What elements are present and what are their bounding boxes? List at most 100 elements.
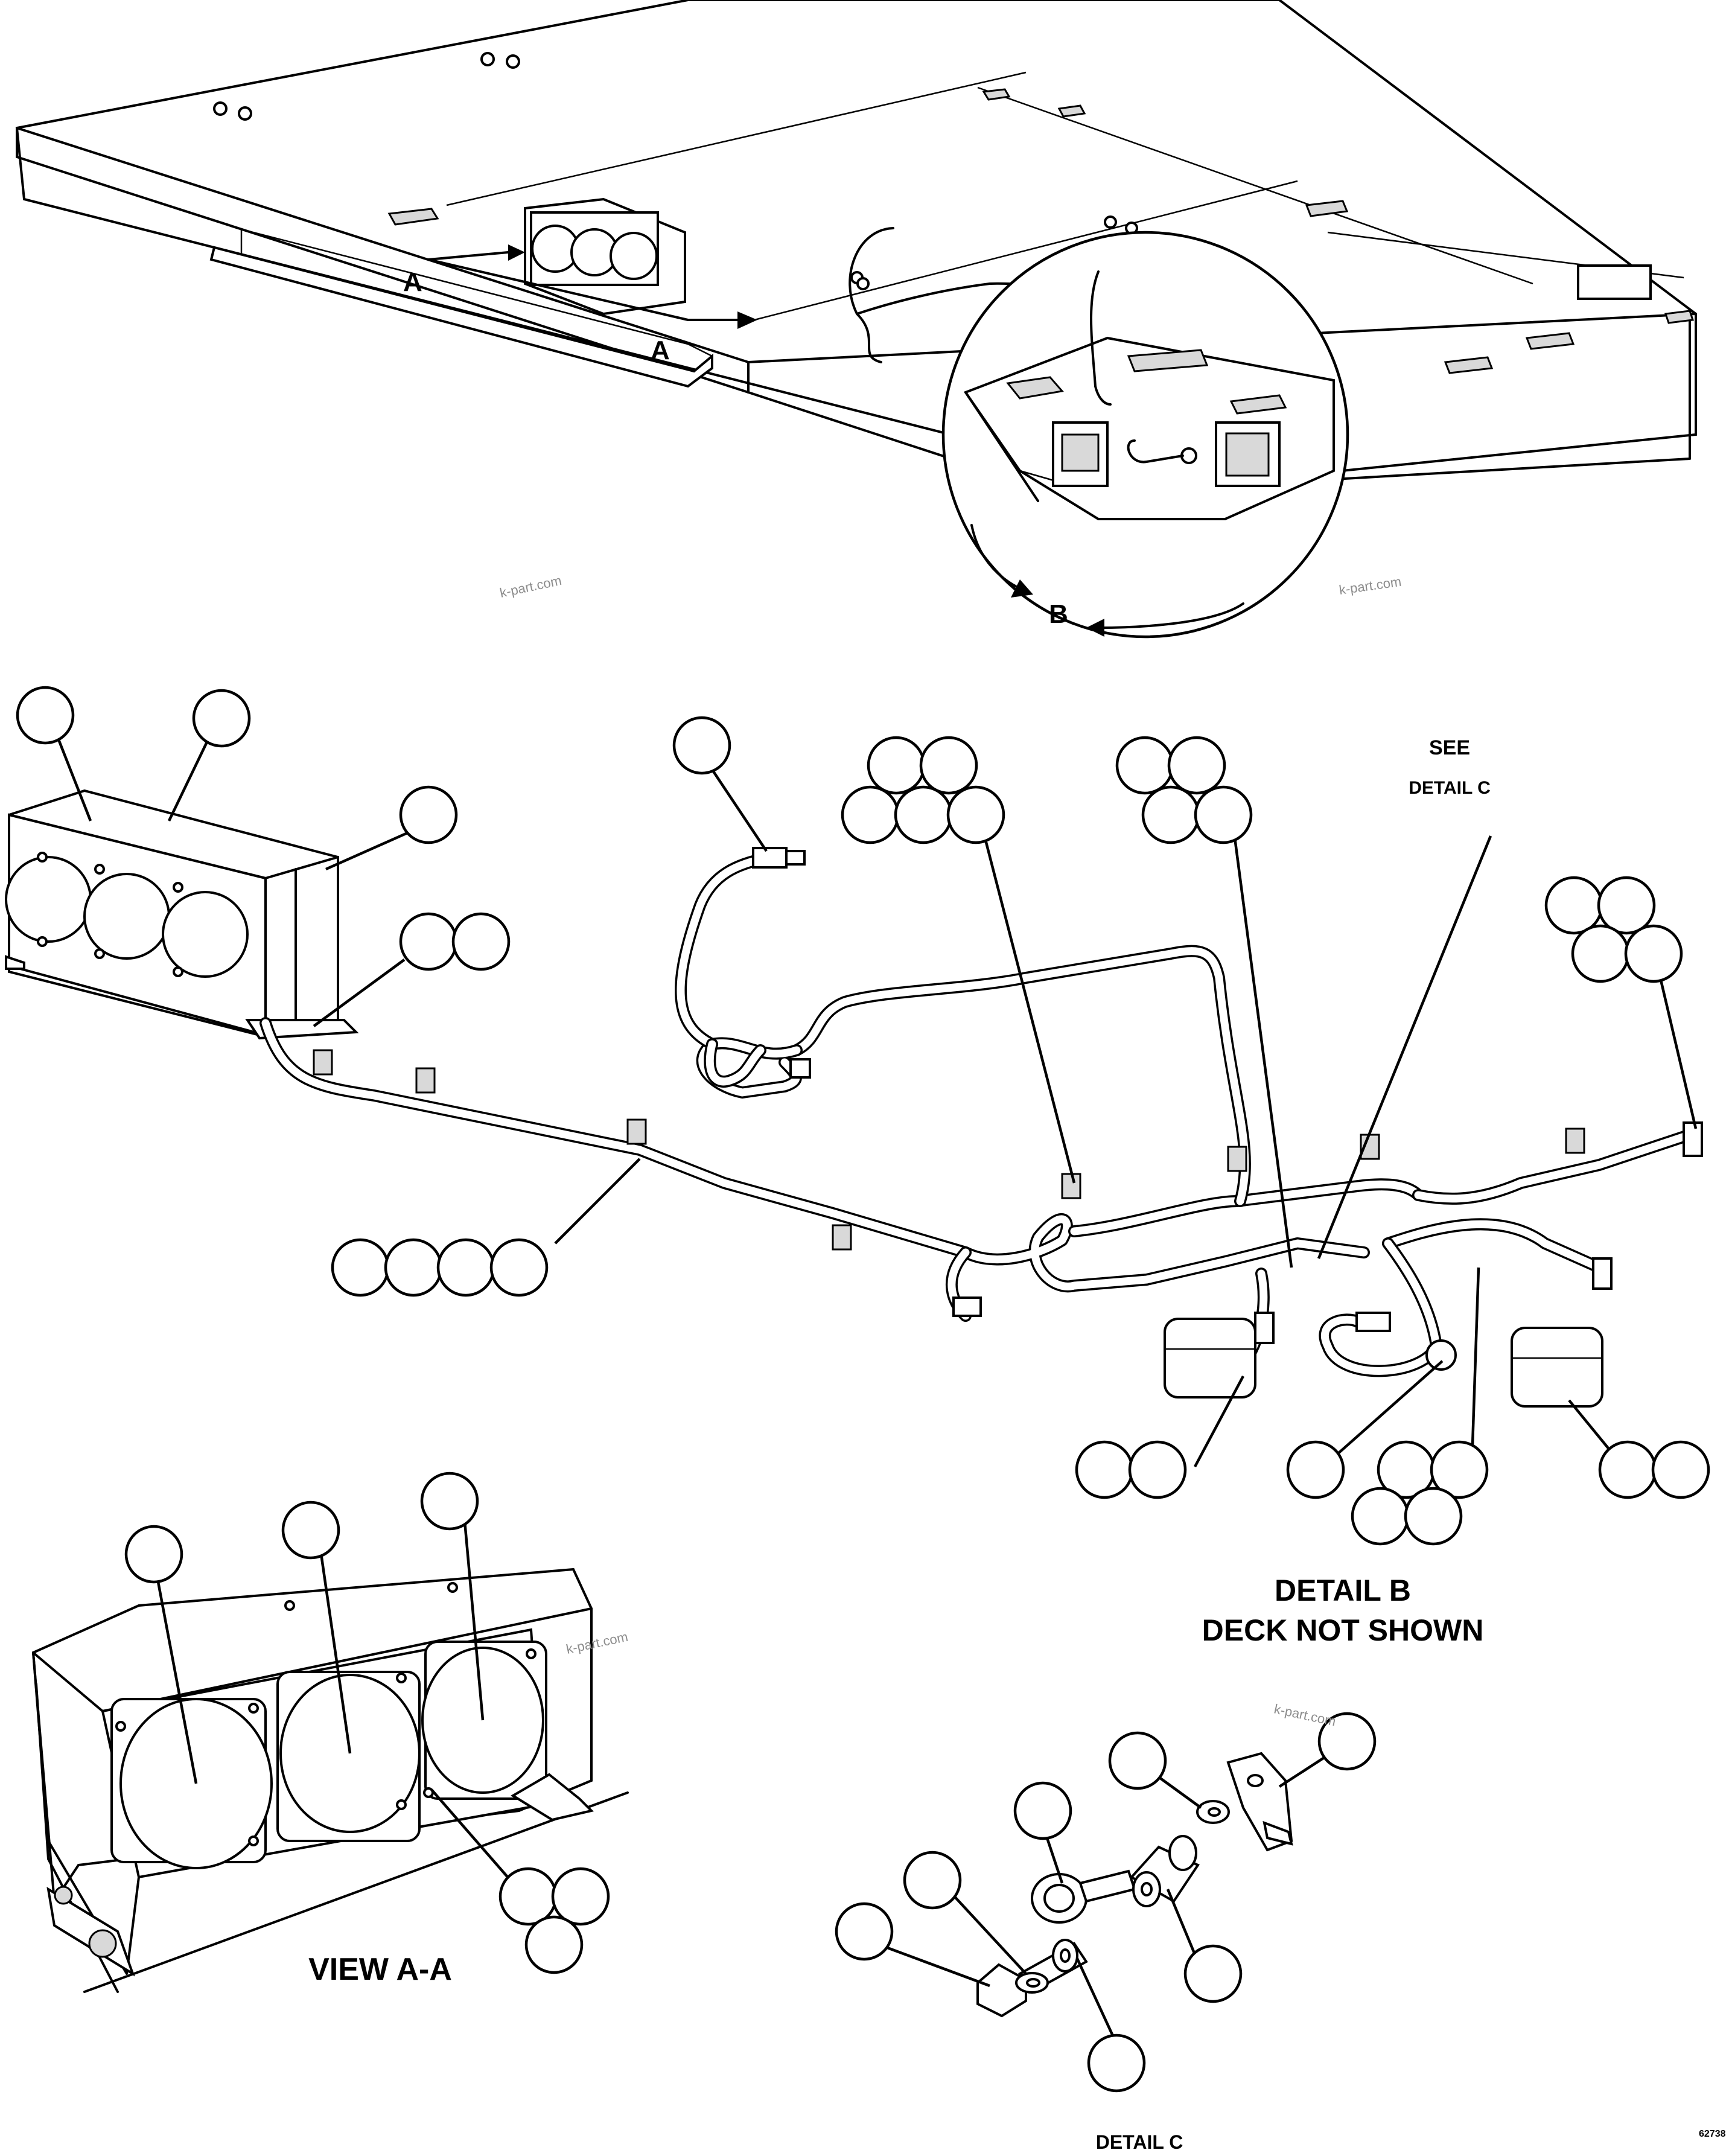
callout-bubble <box>867 736 926 795</box>
cable-clamp <box>313 1049 333 1076</box>
cable-clamp <box>415 1067 436 1094</box>
view-a-a-drawing <box>31 1568 629 1993</box>
drawing-number: 62738 <box>1699 2129 1726 2139</box>
callout-bubble <box>1108 1731 1167 1790</box>
callout-bubble <box>1351 1487 1410 1546</box>
mounting-rail <box>209 246 713 388</box>
deck-pad <box>1664 310 1695 324</box>
watermark: k-part.com <box>1338 574 1402 598</box>
deck-nut <box>856 277 870 290</box>
mounting-bracket <box>1226 1752 1293 1852</box>
watermark: k-part.com <box>498 573 563 601</box>
cable-clamp <box>626 1118 647 1145</box>
deck-pad <box>1305 200 1349 217</box>
view-a-a-title: VIEW A-A <box>308 1952 452 1987</box>
callout-bubble <box>451 912 511 971</box>
callout-bubble <box>1571 924 1630 983</box>
callout-bubble <box>420 1472 479 1531</box>
detail-b-harness <box>5 789 1703 1408</box>
upper-connector <box>752 847 806 869</box>
section-cut-line <box>427 244 757 329</box>
callout-bubble <box>331 1238 390 1297</box>
callout-bubble <box>1624 924 1683 983</box>
harness-light-box <box>5 789 359 1040</box>
callout-bubble <box>399 785 458 844</box>
deck-notch <box>1577 264 1652 300</box>
lamp-connector <box>1254 1312 1275 1344</box>
callout-bubble <box>946 785 1005 844</box>
callout-bubble <box>551 1867 610 1926</box>
deck-pad <box>1444 356 1494 374</box>
callout-bubble <box>1167 736 1226 795</box>
p-clamp <box>1031 1869 1136 1924</box>
callout-bubble <box>1651 1440 1710 1499</box>
callout-bubble <box>498 1867 558 1926</box>
deck-pad <box>982 88 1011 101</box>
lamp-connector <box>1592 1257 1613 1290</box>
detail-c-callouts <box>835 1712 1377 2093</box>
callout-bubble <box>1598 1440 1657 1499</box>
see-detail-line1: SEE <box>1429 736 1470 759</box>
deck-nut <box>213 101 228 116</box>
callout-bubble <box>1317 1712 1377 1771</box>
cable-clamp <box>1565 1127 1585 1154</box>
callout-bubble <box>1128 1440 1187 1499</box>
callout-bubble <box>672 716 731 775</box>
grommet <box>1425 1339 1457 1371</box>
cable-clamp <box>1227 1146 1247 1172</box>
callout-bubble <box>399 912 458 971</box>
work-lamp-right <box>1511 1327 1603 1408</box>
callout-bubble <box>436 1238 495 1297</box>
callout-bubble <box>1597 876 1656 935</box>
callout-bubble <box>894 785 953 844</box>
view-a-a-callouts <box>124 1472 610 1974</box>
detail-c-title: DETAIL C <box>1096 2131 1183 2153</box>
watermark: k-part.com <box>1273 1701 1337 1729</box>
callout-bubble <box>16 686 75 745</box>
detail-b-marker: B <box>1049 599 1068 629</box>
spacer <box>1129 1835 1200 1907</box>
section-label-a-left: A <box>403 267 422 297</box>
see-detail-line2: DETAIL C <box>1409 778 1491 798</box>
deck-pad <box>1057 104 1086 118</box>
callout-bubble <box>489 1238 549 1297</box>
deck-pad <box>1525 332 1575 350</box>
harness-connector <box>952 1296 982 1317</box>
callout-bubble <box>903 1851 962 1910</box>
work-lamp-left <box>1164 1318 1256 1399</box>
callout-bubble <box>841 785 900 844</box>
callout-bubble <box>124 1525 183 1584</box>
receptacle-connector <box>1683 1121 1703 1157</box>
callout-bubble <box>192 689 251 748</box>
deck-nut <box>1104 215 1117 229</box>
callout-bubble <box>1183 1944 1243 2003</box>
callout-bubble <box>835 1902 894 1961</box>
callout-bubble <box>1430 1440 1489 1499</box>
callout-bubble <box>919 736 978 795</box>
callout-bubble <box>281 1501 340 1560</box>
section-label-a-right: A <box>651 336 670 365</box>
lower-connector <box>789 1058 811 1079</box>
callout-bubble <box>524 1915 584 1974</box>
callout-bubble <box>1115 736 1174 795</box>
detail-c-exploded <box>976 1752 1293 2018</box>
callout-bubble <box>1087 2033 1146 2093</box>
callout-bubble <box>384 1238 443 1297</box>
callout-bubble <box>1544 876 1603 935</box>
callout-bubble <box>1404 1487 1463 1546</box>
deck-light-box <box>524 197 686 316</box>
detail-b-callouts <box>16 686 1710 1546</box>
detail-b-title-line1: DETAIL B <box>1275 1574 1411 1607</box>
detail-b-callout-circle <box>941 231 1349 639</box>
deck-nut <box>238 106 252 121</box>
harness-connector <box>1355 1312 1391 1332</box>
deck-pad <box>387 208 439 226</box>
cable-clamp <box>1061 1173 1081 1199</box>
deck-nut <box>480 52 495 66</box>
deck-assembly: A A B k-part.com <box>15 0 1697 639</box>
detail-b-arrow <box>970 524 1244 637</box>
deck-nut <box>506 54 520 69</box>
callout-bubble <box>1141 785 1200 844</box>
callout-bubble <box>1286 1440 1345 1499</box>
